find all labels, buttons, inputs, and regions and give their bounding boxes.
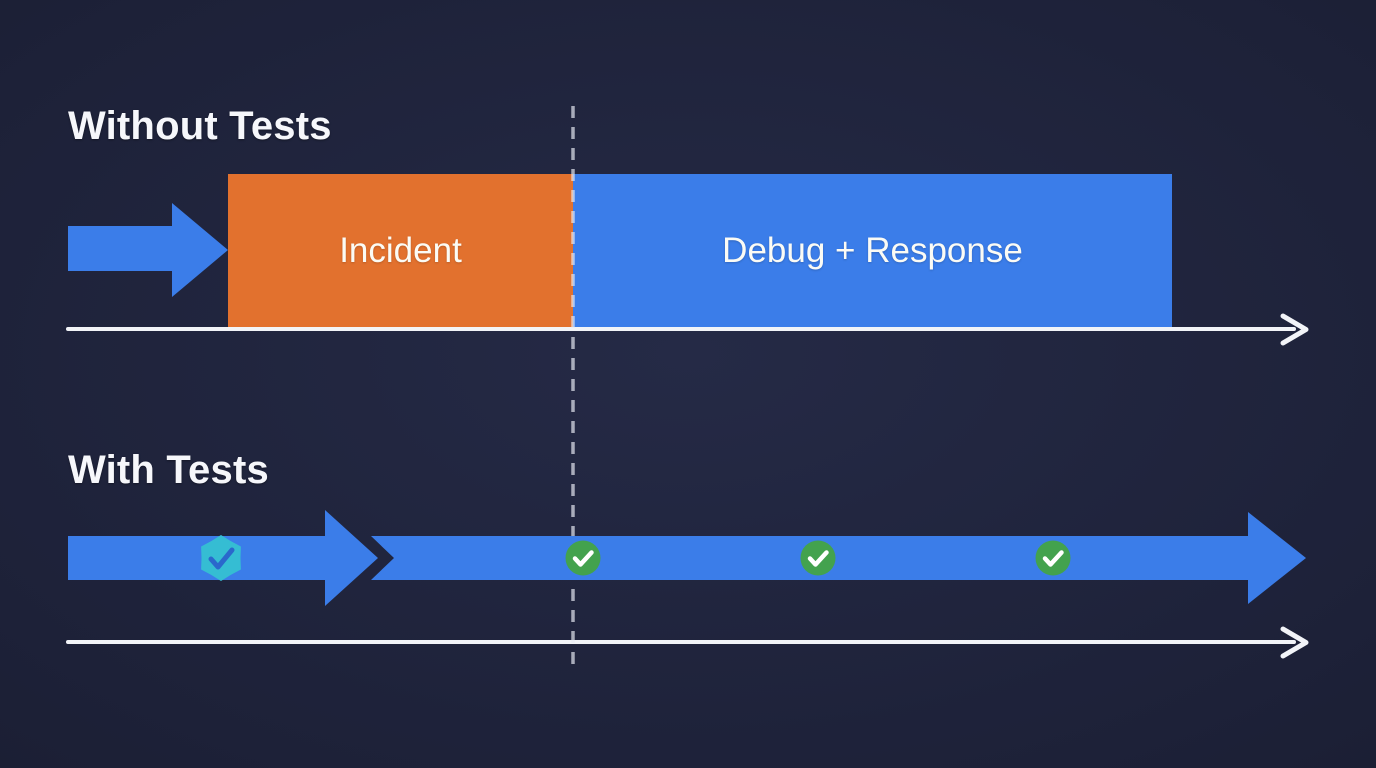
debug-response-segment: Debug + Response [573,174,1172,327]
verified-badge-icon [201,535,241,581]
check-circle-icon-3 [1035,540,1071,576]
flow-arrow-icon [68,203,228,297]
debug-response-label: Debug + Response [722,230,1023,270]
check-circle-icon-2 [800,540,836,576]
flow-arrow-continue-icon [371,512,1306,604]
timeline-arrow-top-icon [66,313,1309,346]
timeline-arrow-bottom-icon [66,626,1309,659]
row-title-without-tests: Without Tests [68,104,332,148]
flow-arrow-lead-icon [68,510,378,606]
row-title-with-tests: With Tests [68,448,269,492]
incident-segment: Incident [228,174,573,327]
incident-label: Incident [339,230,462,270]
check-circle-icon-1 [565,540,601,576]
